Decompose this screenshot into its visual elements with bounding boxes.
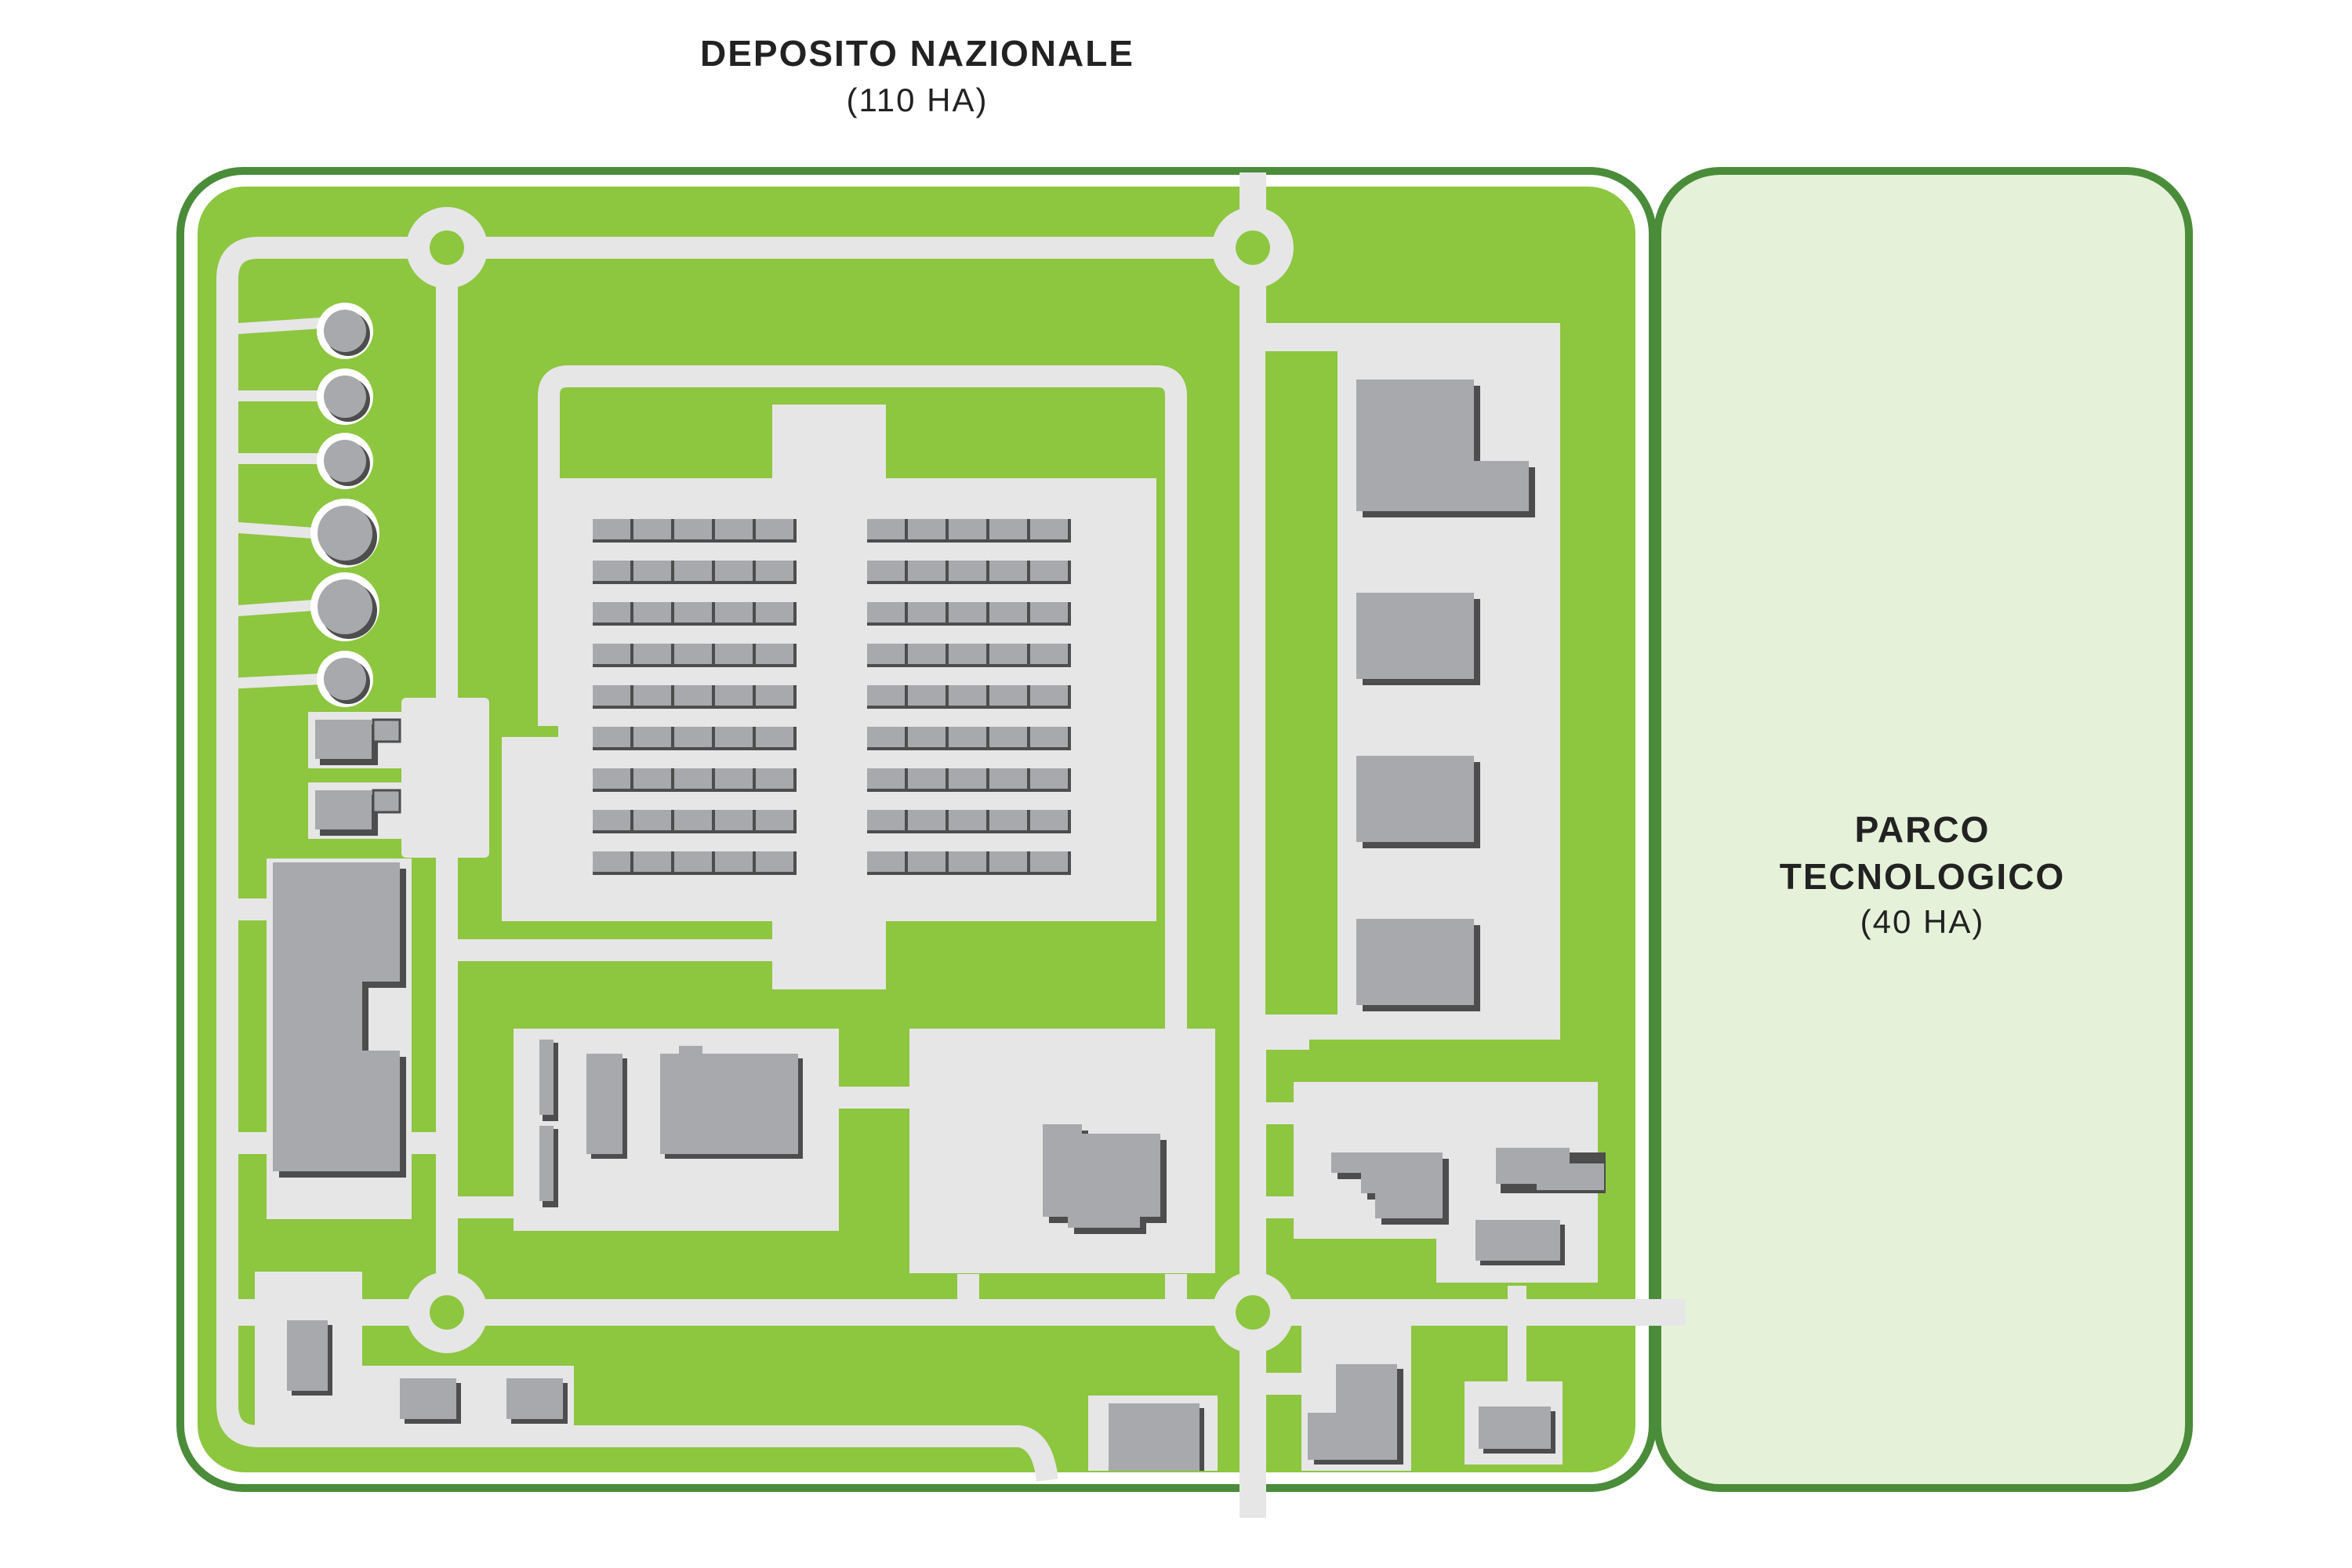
building (400, 1378, 461, 1424)
building (1479, 1406, 1555, 1454)
building (1356, 756, 1480, 848)
building (586, 1054, 627, 1159)
silo (317, 651, 373, 707)
building (506, 1378, 568, 1424)
roundabout (1212, 207, 1294, 289)
roundabout (406, 207, 488, 289)
building (1109, 1403, 1204, 1471)
building (1475, 1220, 1565, 1265)
green-strips (1265, 351, 1338, 1014)
parco-title-line1: PARCO (1855, 809, 1991, 850)
building (1331, 1152, 1449, 1225)
buildings (273, 379, 1606, 1471)
building (1356, 919, 1480, 1011)
building (1356, 593, 1480, 685)
building (315, 718, 401, 765)
road-network (216, 172, 1686, 1518)
roundabout (406, 1272, 488, 1353)
roundabout (1212, 1272, 1294, 1353)
storage-modules-right (867, 519, 1071, 875)
building (660, 1046, 803, 1159)
storage-modules-left (593, 519, 797, 875)
deposito-area: (110 HA) (847, 82, 989, 118)
silo (317, 368, 373, 425)
parco-title-line2: TECNOLOGICO (1780, 856, 2065, 897)
building (273, 862, 406, 1178)
building (1043, 1124, 1167, 1234)
storage-silos (310, 303, 379, 707)
building (1356, 379, 1535, 517)
deposito-title: DEPOSITO NAZIONALE (700, 33, 1134, 74)
building (315, 789, 401, 836)
building (1308, 1364, 1403, 1465)
silo (310, 499, 379, 568)
silo (310, 572, 379, 641)
parco-area: (40 HA) (1860, 903, 1985, 940)
silo (317, 433, 373, 489)
building (1496, 1148, 1606, 1193)
parco-boundary (1653, 167, 2193, 1492)
silo (317, 303, 373, 359)
building (539, 1040, 558, 1207)
building (287, 1320, 332, 1396)
